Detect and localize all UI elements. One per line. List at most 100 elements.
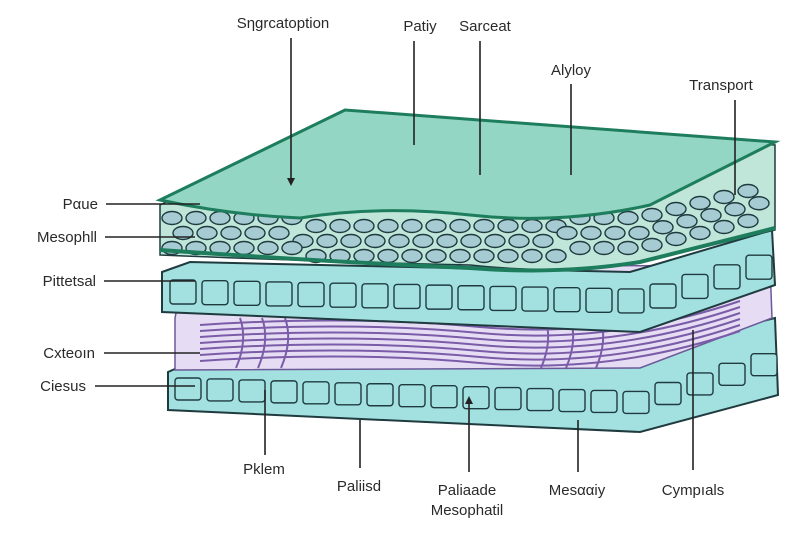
epidermis-cell bbox=[681, 273, 709, 300]
air-space-cell bbox=[580, 225, 602, 241]
air-space-cell bbox=[329, 218, 351, 234]
epidermis-cell bbox=[302, 381, 330, 405]
air-space-cell bbox=[412, 233, 434, 249]
air-space-cell bbox=[388, 233, 410, 249]
label-bottom-5: Cympıals bbox=[662, 482, 725, 499]
air-space-cell bbox=[425, 218, 447, 234]
label-top-1: Sηgrcatoption bbox=[237, 15, 330, 32]
air-space-cell bbox=[449, 218, 471, 234]
epidermis-cell bbox=[649, 283, 677, 309]
air-space-cell bbox=[556, 225, 578, 241]
air-space-cell bbox=[700, 208, 722, 223]
epidermis-cell bbox=[366, 383, 394, 407]
air-space-cell bbox=[377, 248, 399, 264]
air-space-cell bbox=[436, 233, 458, 249]
label-top-3: Sarceat bbox=[459, 18, 512, 35]
air-space-cell bbox=[713, 219, 735, 235]
air-space-cell bbox=[449, 248, 471, 264]
air-space-cell bbox=[724, 202, 746, 217]
label-bottom-3a: Paliaade bbox=[438, 482, 496, 499]
lower-epidermis bbox=[167, 316, 780, 434]
air-space-cell bbox=[316, 233, 338, 249]
epidermis-cell bbox=[521, 286, 549, 312]
epidermis-cell bbox=[553, 286, 581, 313]
air-space-cell bbox=[593, 240, 615, 256]
air-space-cell bbox=[604, 225, 626, 241]
epidermis-cell bbox=[206, 378, 234, 402]
epidermis-cell bbox=[745, 254, 773, 280]
air-space-cell bbox=[521, 218, 543, 234]
label-left-4: Cxteoın bbox=[43, 345, 95, 362]
epidermis-cell bbox=[622, 390, 650, 415]
label-top-4: Alyloy bbox=[551, 62, 592, 79]
air-space-cell bbox=[665, 201, 687, 217]
epidermis-cell bbox=[233, 280, 261, 306]
epidermis-cell bbox=[457, 285, 485, 311]
label-bottom-4: Mesααiy bbox=[549, 482, 606, 499]
epidermis-cell bbox=[425, 284, 453, 310]
label-bottom-3b: Mesophatil bbox=[431, 502, 504, 519]
air-space-cell bbox=[689, 195, 711, 211]
air-space-cell bbox=[460, 233, 482, 249]
epidermis-cell bbox=[398, 384, 426, 408]
label-bottom-1: Pklem bbox=[243, 461, 285, 478]
vascular-strand bbox=[235, 317, 245, 369]
epidermis-cell bbox=[558, 388, 586, 413]
air-space-cell bbox=[641, 207, 663, 223]
air-space-cell bbox=[713, 189, 735, 205]
epidermis-cell bbox=[174, 377, 202, 401]
label-top-2: Patiy bbox=[403, 18, 437, 35]
epidermis-cell bbox=[169, 279, 197, 305]
air-space-cell bbox=[545, 248, 567, 264]
air-space-cell bbox=[665, 231, 687, 247]
air-space-cell bbox=[353, 218, 375, 234]
epidermis-cell bbox=[430, 384, 458, 409]
air-space-cell bbox=[628, 225, 650, 241]
air-space-cell bbox=[220, 225, 242, 241]
vascular-strand bbox=[199, 318, 741, 355]
air-space-cell bbox=[268, 225, 290, 241]
label-left-2: Mesophll bbox=[37, 229, 97, 246]
air-space-cell bbox=[196, 225, 218, 241]
air-space-cell bbox=[617, 210, 639, 226]
label-bottom-2: Paliisd bbox=[337, 478, 381, 495]
vascular-strand bbox=[199, 312, 741, 349]
air-space-cell bbox=[257, 240, 279, 256]
air-space-cell bbox=[652, 220, 674, 235]
epidermis-cell bbox=[750, 353, 778, 377]
vascular-strand bbox=[257, 317, 267, 369]
air-space-cell bbox=[641, 237, 663, 253]
epidermis-cell bbox=[590, 389, 618, 414]
epidermis-cell bbox=[393, 283, 421, 310]
air-space-cell bbox=[473, 218, 495, 234]
epidermis-cell bbox=[201, 279, 229, 306]
upper-cuticle-sheet bbox=[155, 108, 781, 220]
epidermis-cell bbox=[270, 380, 298, 404]
air-space-cell bbox=[737, 183, 759, 199]
vascular-strand bbox=[199, 330, 741, 367]
air-space-cell bbox=[401, 218, 423, 234]
epidermis-cell bbox=[585, 287, 613, 314]
air-space-cell bbox=[377, 218, 399, 234]
vascular-strand bbox=[280, 317, 290, 369]
air-space-cell bbox=[185, 210, 207, 226]
air-space-cell bbox=[497, 218, 519, 234]
epidermis-cell bbox=[526, 387, 554, 412]
air-space-cell bbox=[617, 240, 639, 256]
epidermis-cell bbox=[489, 285, 517, 312]
epidermis-cell bbox=[462, 385, 490, 410]
air-space-cell bbox=[305, 218, 327, 234]
air-space-cell bbox=[340, 233, 362, 249]
air-space-cell bbox=[569, 240, 591, 256]
air-space-cell bbox=[281, 240, 303, 256]
upper-epidermis-cells bbox=[161, 228, 777, 334]
air-space-cell bbox=[401, 248, 423, 264]
epidermis-cell bbox=[361, 283, 389, 309]
vascular-strand bbox=[199, 324, 741, 361]
epidermis-cell bbox=[238, 379, 266, 403]
air-space-cell bbox=[425, 248, 447, 264]
air-space-cell bbox=[521, 248, 543, 264]
label-left-5: Ciesus bbox=[40, 378, 86, 395]
label-left-1: Pαue bbox=[63, 196, 98, 213]
